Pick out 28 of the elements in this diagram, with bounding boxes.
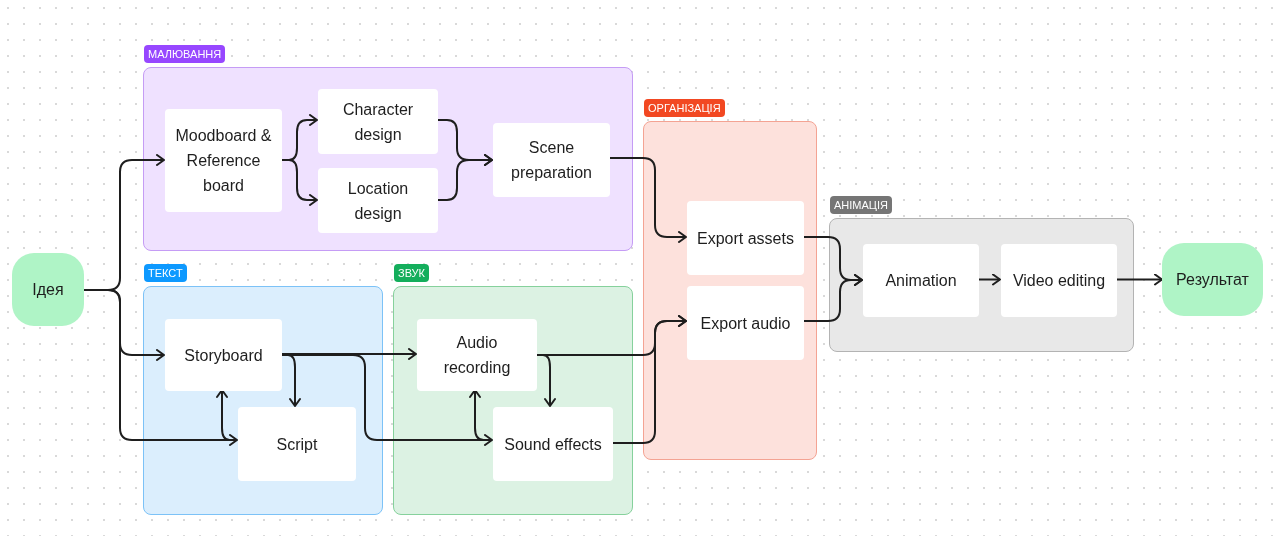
process-box: Export audio — [687, 286, 804, 360]
arrow — [216, 389, 238, 441]
arrow — [280, 348, 417, 360]
process-box: Animation — [863, 244, 979, 317]
process-box: Moodboard & Reference board — [165, 109, 282, 212]
process-box: Export assets — [687, 201, 804, 275]
group-tag: ТЕКСТ — [144, 264, 187, 282]
terminal-node: Результат — [1162, 243, 1263, 316]
terminal-node: Ідея — [12, 253, 84, 326]
group-tag: АНІМАЦІЯ — [830, 196, 892, 214]
process-box: Script — [238, 407, 356, 481]
group-tag: МАЛЮВАННЯ — [144, 45, 226, 63]
arrow — [802, 274, 863, 322]
process-box: Video editing — [1001, 244, 1117, 317]
process-box: Sound effects — [493, 407, 613, 481]
process-box: Location design — [318, 168, 438, 233]
arrow — [83, 289, 238, 446]
process-box: Storyboard — [165, 319, 282, 391]
process-box: Character design — [318, 89, 438, 154]
arrow — [977, 273, 1001, 286]
process-box: Scene preparation — [493, 123, 610, 197]
process-box: Audio recording — [417, 319, 537, 391]
group-tag: ЗВУК — [394, 264, 429, 282]
group-tag: ОРГАНІЗАЦІЯ — [644, 99, 725, 117]
arrow — [1115, 273, 1163, 286]
arrow — [611, 315, 687, 444]
arrow — [608, 157, 687, 243]
arrow — [469, 389, 493, 441]
